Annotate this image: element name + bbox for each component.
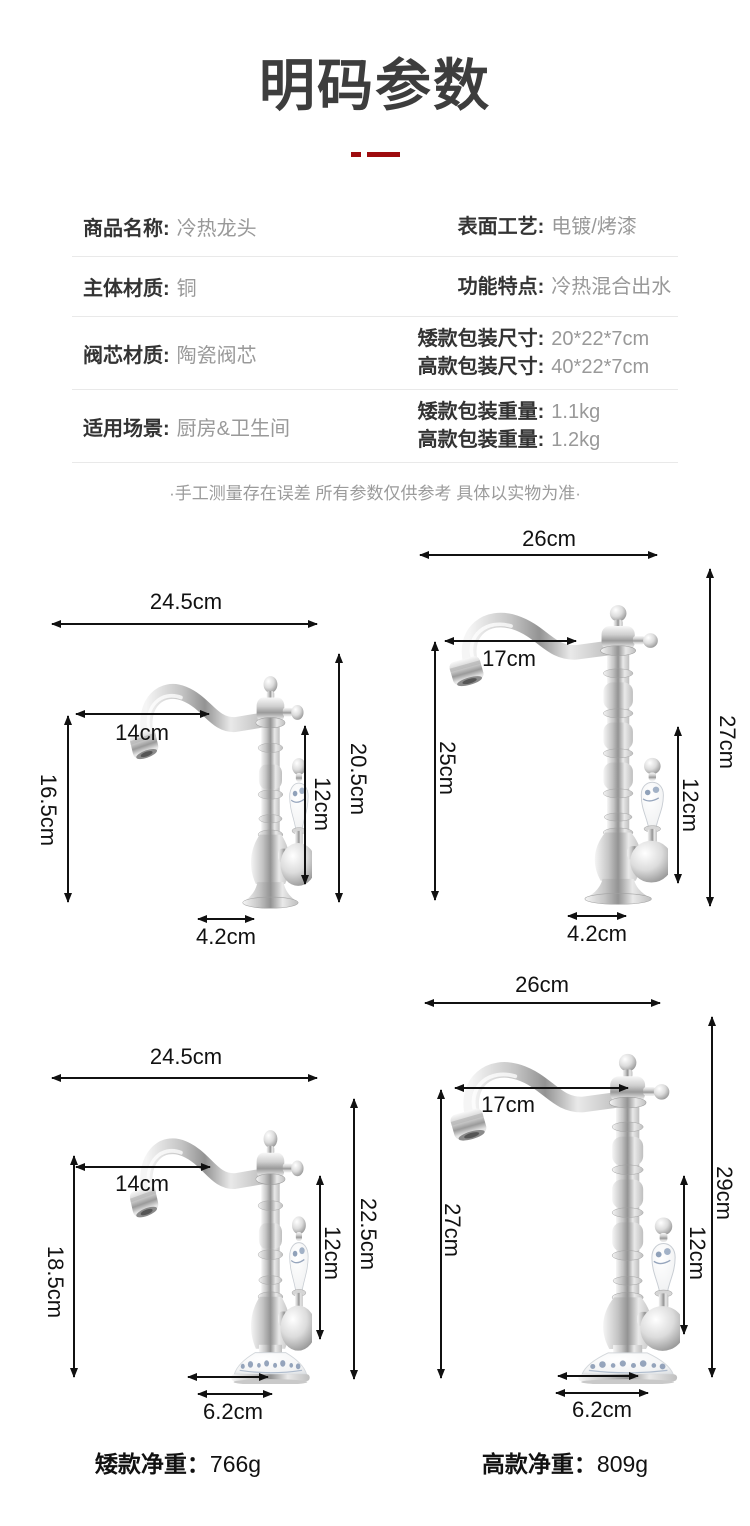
- faucet-short-high-illustration: [112, 1129, 312, 1384]
- dim-label-left-height: 16.5cm: [36, 773, 61, 847]
- spec-row-name: 商品名称: 冷热龙头 表面工艺: 电镀/烤漆: [72, 197, 678, 258]
- spec-label: 功能特点:: [457, 275, 545, 298]
- dim-label-spout-reach: 17cm: [482, 646, 536, 671]
- page-title: 明码参数: [259, 54, 491, 117]
- spec-value: 陶瓷阀芯: [176, 344, 257, 367]
- spec-label: 矮款包装尺寸:: [417, 328, 545, 351]
- dim-arrow-spout-reach: [444, 637, 577, 645]
- dim-arrow-base-width: [567, 912, 627, 920]
- dim-label-base-width: 4.2cm: [196, 924, 256, 949]
- faucet-short-low-illustration: [112, 675, 312, 909]
- dim-arrow-top-width: [419, 551, 658, 559]
- spec-value: 冷热龙头: [176, 218, 257, 241]
- dim-arrow-total-height: [335, 653, 343, 903]
- faucet-tall-low-illustration: [428, 604, 668, 905]
- faucet-tall-high-illustration: [428, 1053, 680, 1384]
- dim-arrow-top-width: [51, 620, 318, 628]
- dim-label-base-width: 4.2cm: [567, 921, 627, 946]
- dim-arrow-total-height: [350, 1098, 358, 1380]
- net-weight-low-value: 766g: [209, 1451, 262, 1477]
- dim-label-base-width: 6.2cm: [203, 1399, 263, 1424]
- spec-value: 1.2kg: [551, 429, 601, 452]
- dim-label-left-height: 27cm: [440, 1203, 465, 1257]
- dimension-diagrams: 24.5cm 14cm 16.5cm 12cm 20.5cm 4.2cm 26c…: [0, 526, 750, 1526]
- dim-arrow-base-rim: [187, 1373, 269, 1381]
- dim-arrow-top-width: [424, 999, 661, 1007]
- spec-label: 阀芯材质:: [83, 344, 170, 367]
- net-weight-high-label: 高款净重：: [481, 1451, 597, 1477]
- spec-value: 铜: [176, 278, 197, 301]
- divider-dash-long: [366, 152, 400, 158]
- dim-arrow-handle-height: [674, 726, 682, 884]
- dim-arrow-base-width: [197, 1390, 273, 1398]
- spec-value: 电镀/烤漆: [551, 215, 637, 238]
- spec-label: 高款包装重量:: [417, 429, 545, 452]
- dim-arrow-base-rim: [557, 1372, 639, 1380]
- title-divider: [0, 152, 750, 158]
- spec-row-material: 主体材质: 铜 功能特点: 冷热混合出水: [72, 257, 678, 318]
- dim-label-left-height: 25cm: [435, 741, 460, 795]
- dim-arrow-total-height: [706, 568, 714, 907]
- dim-arrow-handle-height: [316, 1175, 324, 1340]
- spec-label: 高款包装尺寸:: [417, 356, 545, 379]
- net-weight-low-label: 矮款净重：: [94, 1451, 210, 1477]
- net-weight-high: 高款净重：809g: [482, 1445, 648, 1479]
- spec-label: 主体材质:: [83, 278, 170, 301]
- dim-arrow-left-height: [70, 1155, 78, 1378]
- dim-arrow-left-height: [431, 641, 439, 901]
- spec-value: 冷热混合出水: [551, 275, 672, 298]
- dim-arrow-top-width: [51, 1074, 318, 1082]
- spec-value: 厨房&卫生间: [176, 417, 291, 440]
- dim-arrow-left-height: [437, 1089, 445, 1379]
- dim-arrow-base-width: [197, 915, 255, 923]
- spec-label: 表面工艺:: [457, 215, 545, 238]
- spec-value: 40*22*7cm: [551, 356, 650, 379]
- dim-arrow-spout-reach: [75, 710, 210, 718]
- spec-label: 商品名称:: [83, 218, 170, 241]
- net-weight-high-value: 809g: [596, 1451, 649, 1477]
- spec-row-scene: 适用场景: 厨房&卫生间 矮款包装重量: 1.1kg 高款包装重量: 1.2kg: [72, 390, 678, 464]
- dim-label-spout-reach: 14cm: [115, 720, 169, 745]
- spec-value: 20*22*7cm: [551, 328, 650, 351]
- dim-label-top-width: 24.5cm: [149, 589, 223, 614]
- dim-arrow-handle-height: [301, 725, 309, 885]
- net-weight-low: 矮款净重：766g: [95, 1445, 261, 1479]
- dim-arrow-base-width: [555, 1389, 649, 1397]
- dim-label-base-width: 6.2cm: [572, 1397, 632, 1422]
- dim-label-handle-height: 12cm: [685, 1226, 710, 1280]
- dim-label-total-height: 20.5cm: [346, 742, 371, 816]
- dim-label-handle-height: 12cm: [310, 777, 335, 831]
- dim-label-spout-reach: 17cm: [481, 1092, 535, 1117]
- dim-label-handle-height: 12cm: [320, 1226, 345, 1280]
- dim-label-top-width: 24.5cm: [149, 1044, 223, 1069]
- dim-arrow-left-height: [64, 715, 72, 903]
- spec-row-valve: 阀芯材质: 陶瓷阀芯 矮款包装尺寸: 20*22*7cm 高款包装尺寸: 40*…: [72, 317, 678, 391]
- page-header: 明码参数: [0, 0, 750, 158]
- measurement-disclaimer: ·手工测量存在误差 所有参数仅供参考 具体以实物为准·: [169, 484, 581, 504]
- dim-arrow-handle-height: [680, 1175, 688, 1335]
- dim-arrow-spout-reach: [454, 1084, 629, 1092]
- dim-label-left-height: 18.5cm: [43, 1245, 68, 1319]
- dim-label-top-width: 26cm: [522, 526, 576, 551]
- dim-label-total-height: 22.5cm: [356, 1197, 381, 1271]
- spec-label: 矮款包装重量:: [417, 401, 545, 424]
- spec-label: 适用场景:: [83, 417, 170, 440]
- dim-arrow-total-height: [708, 1016, 716, 1378]
- divider-dash-short: [350, 152, 361, 158]
- spec-value: 1.1kg: [551, 401, 601, 424]
- dim-label-top-width: 26cm: [515, 972, 569, 997]
- dim-arrow-spout-reach: [75, 1163, 211, 1171]
- dim-label-handle-height: 12cm: [678, 778, 703, 832]
- spec-table: 商品名称: 冷热龙头 表面工艺: 电镀/烤漆 主体材质: 铜 功能特点: 冷热混…: [72, 197, 678, 464]
- dim-label-total-height: 27cm: [715, 715, 740, 769]
- dim-label-spout-reach: 14cm: [115, 1171, 169, 1196]
- dim-label-total-height: 29cm: [712, 1166, 737, 1220]
